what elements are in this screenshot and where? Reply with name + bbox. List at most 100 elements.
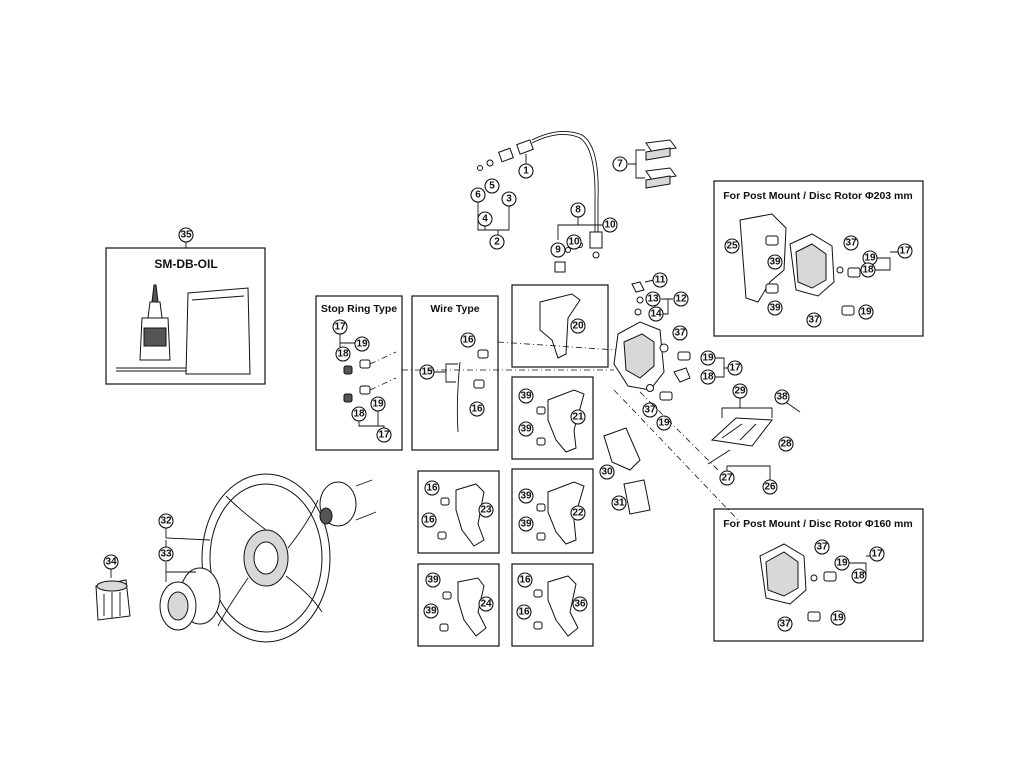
callout-2: 2 bbox=[477, 202, 510, 250]
callout-17-caliper: 17 bbox=[715, 357, 743, 378]
mount-adapter-23-image bbox=[455, 483, 485, 547]
svg-text:9: 9 bbox=[555, 245, 561, 256]
adapter-36-group: 16 16 36 bbox=[511, 563, 594, 647]
stop-ring-type-box bbox=[315, 295, 403, 451]
svg-text:17: 17 bbox=[729, 363, 741, 374]
post-mount-160-box bbox=[713, 508, 924, 642]
mount-adapter-20-image bbox=[539, 293, 581, 359]
callout-1: 1 bbox=[518, 154, 534, 179]
callout-19-stop-ring-bottom: 19 bbox=[370, 396, 386, 412]
svg-text:20: 20 bbox=[572, 321, 584, 332]
callout-36: 36 bbox=[572, 596, 588, 612]
oil-kit-group: SM-DB-OIL bbox=[105, 247, 266, 385]
alignment-line-c bbox=[613, 389, 739, 521]
mount-adapter-21-image bbox=[547, 389, 585, 453]
caliper-nut-image bbox=[673, 367, 691, 383]
lockring-group bbox=[159, 567, 221, 631]
svg-text:19: 19 bbox=[356, 339, 368, 350]
oil-bottle-label bbox=[143, 327, 167, 347]
caliper-203-face bbox=[795, 243, 827, 289]
svg-text:2: 2 bbox=[494, 237, 500, 248]
svg-text:39: 39 bbox=[520, 424, 532, 435]
mount-bolt-image-c bbox=[477, 349, 489, 359]
svg-text:33: 33 bbox=[160, 549, 172, 560]
svg-text:18: 18 bbox=[862, 265, 874, 276]
callout-37-160a: 37 bbox=[814, 539, 830, 555]
caliper-washer-image bbox=[659, 343, 669, 353]
svg-text:39: 39 bbox=[427, 575, 439, 586]
oil-bottle-neck bbox=[147, 301, 163, 319]
svg-text:19: 19 bbox=[372, 399, 384, 410]
callout-39-b22: 39 bbox=[518, 516, 534, 532]
caliper-washer-lower-image bbox=[646, 384, 654, 392]
callout-10a: 10 bbox=[566, 234, 582, 250]
adapter-20-box bbox=[511, 284, 609, 368]
bolt-203b-image bbox=[765, 283, 779, 294]
callout-17-stop-ring-bottom: 17 bbox=[358, 411, 392, 443]
svg-text:37: 37 bbox=[779, 619, 791, 630]
disc-rotor-center bbox=[253, 541, 279, 575]
brake-hose bbox=[531, 131, 599, 232]
callout-23: 23 bbox=[478, 502, 494, 518]
callout-24: 24 bbox=[478, 596, 494, 612]
stop-ring-type-title: Stop Ring Type bbox=[321, 303, 397, 315]
bolt-203d-image bbox=[841, 305, 855, 316]
pad-insert-group bbox=[603, 427, 651, 515]
adapter-20-group: 20 bbox=[511, 284, 609, 368]
svg-text:13: 13 bbox=[647, 294, 659, 305]
svg-text:15: 15 bbox=[421, 367, 433, 378]
caliper-160-face bbox=[765, 551, 799, 597]
callout-25: 25 bbox=[724, 238, 740, 254]
caliper-bolt-lower-image bbox=[659, 391, 673, 401]
pad-insert-b-image bbox=[623, 479, 651, 515]
callout-7: 7 bbox=[612, 149, 645, 179]
svg-text:16: 16 bbox=[471, 404, 483, 415]
callout-3: 3 bbox=[501, 191, 517, 207]
svg-text:17: 17 bbox=[334, 322, 346, 333]
callout-39-b24: 39 bbox=[423, 603, 439, 619]
svg-text:39: 39 bbox=[769, 257, 781, 268]
bolt-160b-image bbox=[807, 611, 821, 622]
lockring-tool-splines bbox=[103, 592, 121, 618]
callout-37-203a: 37 bbox=[843, 235, 859, 251]
callout-29: 29 bbox=[721, 383, 773, 418]
callout-17-stop-ring-top: 17 bbox=[332, 319, 355, 347]
callout-9: 9 bbox=[550, 242, 566, 258]
svg-text:39: 39 bbox=[520, 491, 532, 502]
caliper-piston-face bbox=[623, 333, 655, 379]
post-mount-203-box bbox=[713, 180, 924, 337]
callout-37-203b: 37 bbox=[806, 312, 822, 328]
svg-text:31: 31 bbox=[613, 498, 625, 509]
bolt-36a-image bbox=[533, 589, 543, 598]
callout-39-a21: 39 bbox=[518, 388, 534, 404]
svg-text:18: 18 bbox=[702, 372, 714, 383]
brake-pads-image bbox=[645, 139, 677, 189]
callout-18-caliper: 18 bbox=[700, 369, 716, 385]
bolt-160a-image bbox=[823, 571, 837, 582]
svg-text:18: 18 bbox=[353, 409, 365, 420]
mount-adapter-36-image bbox=[547, 575, 579, 637]
svg-text:37: 37 bbox=[808, 315, 820, 326]
svg-text:18: 18 bbox=[853, 571, 865, 582]
oil-kit-title: SM-DB-OIL bbox=[154, 257, 217, 271]
svg-text:16: 16 bbox=[518, 607, 530, 618]
callout-27: 27 bbox=[719, 470, 735, 486]
callout-21: 21 bbox=[570, 409, 586, 425]
svg-text:21: 21 bbox=[572, 412, 584, 423]
svg-text:18: 18 bbox=[337, 349, 349, 360]
svg-text:12: 12 bbox=[675, 294, 687, 305]
mount-bolt-image-d bbox=[473, 379, 485, 389]
svg-text:29: 29 bbox=[734, 386, 746, 397]
safety-wire-image bbox=[456, 361, 461, 433]
callout-19-160a: 19 bbox=[834, 555, 850, 571]
insert-pin bbox=[486, 159, 494, 167]
svg-text:28: 28 bbox=[780, 439, 792, 450]
adapter-22-group: 39 39 22 bbox=[511, 468, 594, 554]
svg-text:37: 37 bbox=[816, 542, 828, 553]
adapter-22-box bbox=[511, 468, 594, 554]
brake-hose-group bbox=[477, 131, 603, 273]
bleed-nipple-image bbox=[631, 281, 645, 293]
pad-spring-group bbox=[707, 397, 801, 465]
callout-19-203b: 19 bbox=[858, 304, 874, 320]
